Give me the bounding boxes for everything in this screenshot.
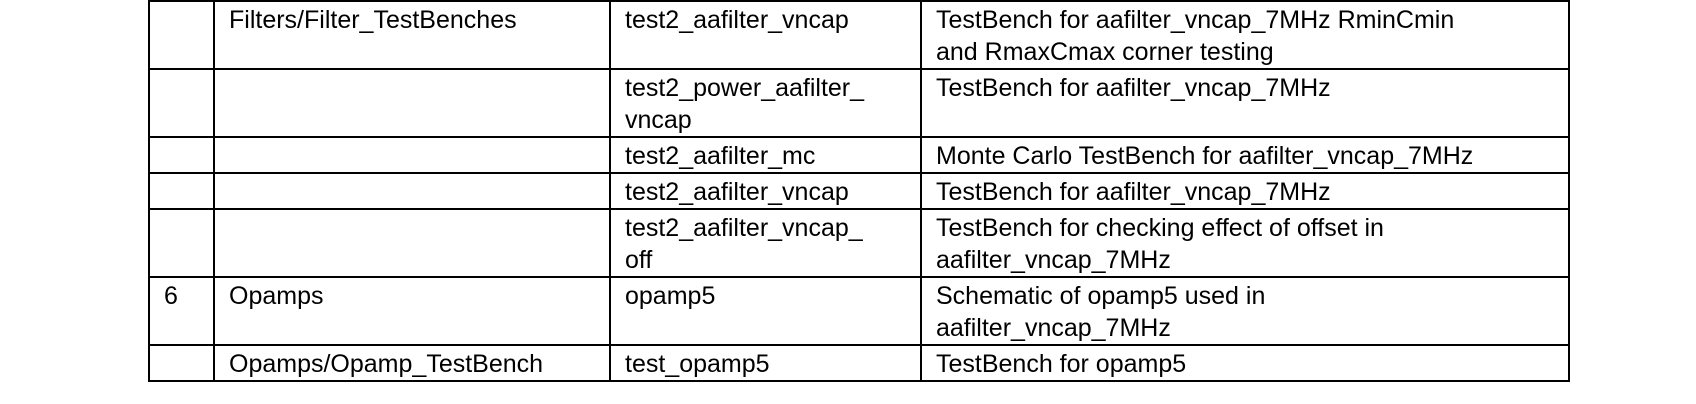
cell-description: Schematic of opamp5 used in aafilter_vnc…: [920, 276, 1570, 346]
table-row: Opamps/Opamp_TestBench test_opamp5 TestB…: [148, 344, 1570, 382]
row-number: [148, 344, 215, 382]
cell-listing-table: Filters/Filter_TestBenches test2_aafilte…: [148, 0, 1570, 382]
row-number: [148, 208, 215, 278]
library-path: Filters/Filter_TestBenches: [213, 0, 611, 70]
cell-name: test2_power_aafilter_ vncap: [609, 68, 922, 138]
library-path: [213, 68, 611, 138]
library-path: [213, 208, 611, 278]
table-row: test2_aafilter_vncap TestBench for aafil…: [148, 172, 1570, 210]
cell-description: TestBench for aafilter_vncap_7MHz: [920, 172, 1570, 210]
cell-name: opamp5: [609, 276, 922, 346]
cell-description: TestBench for opamp5: [920, 344, 1570, 382]
row-number: [148, 68, 215, 138]
table-row: test2_power_aafilter_ vncap TestBench fo…: [148, 68, 1570, 138]
row-number: [148, 136, 215, 174]
table-row: 6 Opamps opamp5 Schematic of opamp5 used…: [148, 276, 1570, 346]
row-number: [148, 172, 215, 210]
library-path: Opamps: [213, 276, 611, 346]
cell-description: TestBench for aafilter_vncap_7MHz: [920, 68, 1570, 138]
table-row: test2_aafilter_mc Monte Carlo TestBench …: [148, 136, 1570, 174]
cell-name: test2_aafilter_vncap: [609, 0, 922, 70]
library-path: Opamps/Opamp_TestBench: [213, 344, 611, 382]
cell-name: test2_aafilter_vncap: [609, 172, 922, 210]
library-path: [213, 172, 611, 210]
cell-name: test_opamp5: [609, 344, 922, 382]
cell-description: Monte Carlo TestBench for aafilter_vncap…: [920, 136, 1570, 174]
table-row: test2_aafilter_vncap_ off TestBench for …: [148, 208, 1570, 278]
row-number: [148, 0, 215, 70]
cell-name: test2_aafilter_mc: [609, 136, 922, 174]
cell-description: TestBench for aafilter_vncap_7MHz RminCm…: [920, 0, 1570, 70]
cell-description: TestBench for checking effect of offset …: [920, 208, 1570, 278]
table-row: Filters/Filter_TestBenches test2_aafilte…: [148, 0, 1570, 70]
cell-name: test2_aafilter_vncap_ off: [609, 208, 922, 278]
row-number: 6: [148, 276, 215, 346]
library-path: [213, 136, 611, 174]
